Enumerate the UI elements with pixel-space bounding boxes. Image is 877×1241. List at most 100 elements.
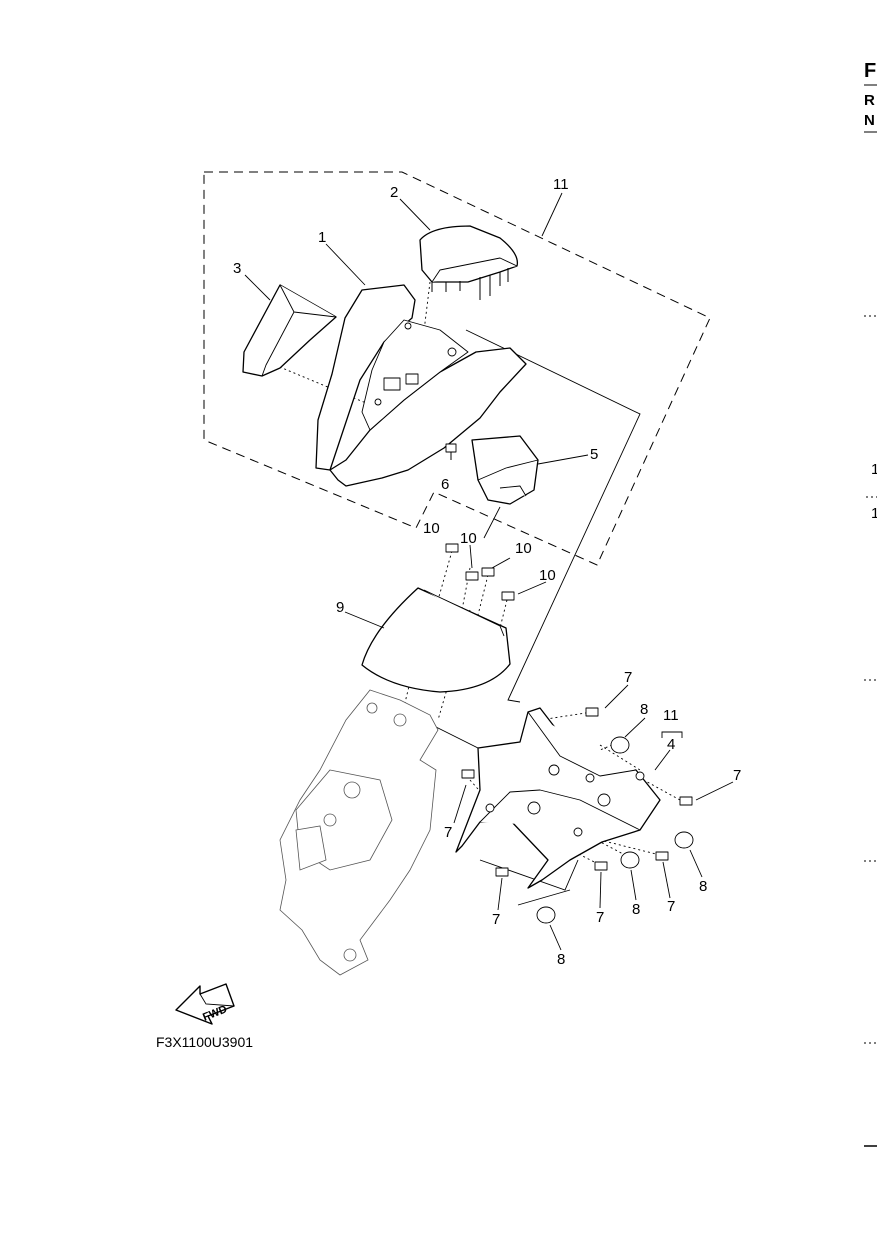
panel-grommet — [527, 801, 541, 815]
front-cowl-part-1 — [315, 284, 527, 487]
callout-11-top: 11 — [553, 176, 569, 193]
callout-10-a: 10 — [423, 520, 440, 537]
ref-line — [437, 609, 471, 721]
callout-numbers: 2 1 3 11 5 6 10 10 10 10 9 7 8 11 4 7 7 … — [233, 176, 741, 968]
leader-9 — [344, 611, 385, 629]
callout-10-d: 10 — [539, 567, 556, 584]
panel-mount-hole — [585, 773, 595, 783]
callout-9: 9 — [336, 599, 344, 616]
panel-mount-hole — [573, 827, 583, 837]
screws-part-10 — [445, 543, 515, 601]
ref-line — [274, 364, 379, 409]
ref-line — [461, 567, 471, 611]
screw-7 — [585, 707, 599, 717]
leader-2 — [399, 198, 431, 231]
ref-line — [477, 574, 489, 616]
edge-number: 1 — [871, 461, 877, 478]
cowl-slot — [383, 377, 401, 391]
leader-10 — [491, 557, 511, 569]
lower-panel-part-4 — [455, 707, 661, 889]
meter-cover-part-2 — [419, 225, 519, 300]
leader-8 — [549, 924, 562, 951]
callout-leaders — [244, 192, 734, 951]
ref-line — [579, 834, 661, 856]
windshield-part-9 — [361, 587, 511, 693]
fwd-arrow-icon: FWD — [175, 983, 235, 1025]
side-panel-part-3 — [242, 284, 337, 377]
callout-8-a: 8 — [640, 701, 648, 718]
callout-7-c: 7 — [444, 824, 452, 841]
collar-8 — [674, 831, 694, 849]
cover-part-5 — [471, 435, 539, 505]
callout-7-f: 7 — [492, 911, 500, 928]
screw-10 — [445, 543, 459, 553]
callout-7-e: 7 — [596, 909, 604, 926]
leader-7 — [497, 877, 503, 911]
collar-8 — [536, 906, 556, 924]
edge-letter-n: N — [864, 112, 875, 129]
meter-cover-pins — [431, 268, 509, 300]
callout-10-b: 10 — [460, 530, 477, 547]
screw-7 — [461, 769, 475, 779]
callout-1: 1 — [318, 229, 326, 246]
fasteners-7-and-8 — [461, 707, 694, 924]
callout-7-a: 7 — [624, 669, 632, 686]
collar-8 — [620, 851, 640, 869]
bracket-11-4 — [661, 731, 683, 738]
leader-1 — [325, 243, 366, 286]
routing-line — [517, 889, 571, 906]
leader-3 — [244, 274, 271, 301]
panel-mount-hole — [485, 803, 495, 813]
leader-7 — [695, 781, 734, 801]
callout-7-d: 7 — [667, 898, 675, 915]
callout-5: 5 — [590, 446, 598, 463]
ref-line — [437, 550, 453, 601]
ref-line — [539, 711, 593, 721]
callout-10-c: 10 — [515, 540, 532, 557]
routing-line — [465, 329, 641, 703]
page-edge-fragments: F R N 1 1 — [864, 60, 877, 1147]
ref-line — [551, 744, 613, 771]
edge-letter-f: F — [864, 60, 876, 82]
panel-mount-hole — [635, 771, 645, 781]
leader-5b — [483, 506, 501, 539]
callout-3: 3 — [233, 260, 241, 277]
screw-7 — [679, 796, 693, 806]
leader-7 — [453, 784, 467, 824]
leader-7 — [599, 871, 602, 909]
callout-8-b: 8 — [699, 878, 707, 895]
collar-8 — [610, 736, 630, 754]
screw-7 — [655, 851, 669, 861]
leader-7 — [604, 684, 629, 709]
ref-line — [499, 599, 508, 629]
screw-10 — [481, 567, 495, 577]
screw-10 — [465, 571, 479, 581]
leader-8 — [689, 849, 703, 878]
leader-10 — [469, 544, 473, 569]
edge-number: 1 — [871, 505, 877, 522]
callout-7-b: 7 — [733, 767, 741, 784]
screw-part-6 — [445, 443, 457, 460]
callout-2: 2 — [390, 184, 398, 201]
callout-8-d: 8 — [557, 951, 565, 968]
callout-11-lower: 11 — [663, 707, 679, 724]
assembly-11-boundary — [203, 171, 711, 566]
cowl-slot — [405, 373, 419, 385]
leader-4 — [654, 749, 671, 771]
cowl-mount-hole — [404, 322, 412, 330]
leader-7 — [662, 861, 671, 899]
panel-mount-hole — [548, 764, 560, 776]
leader-10 — [517, 581, 547, 595]
callout-4: 4 — [667, 736, 675, 753]
diagram-code: F3X1100U3901 — [156, 1034, 253, 1050]
screw-7 — [495, 867, 509, 877]
callout-8-c: 8 — [632, 901, 640, 918]
leader-8 — [630, 869, 637, 901]
frame-stay-assembly — [279, 689, 439, 976]
leader-11 — [541, 192, 563, 237]
screw-7 — [594, 861, 608, 871]
callout-6: 6 — [441, 476, 449, 493]
leader-5 — [537, 454, 589, 465]
ref-line — [417, 281, 431, 381]
